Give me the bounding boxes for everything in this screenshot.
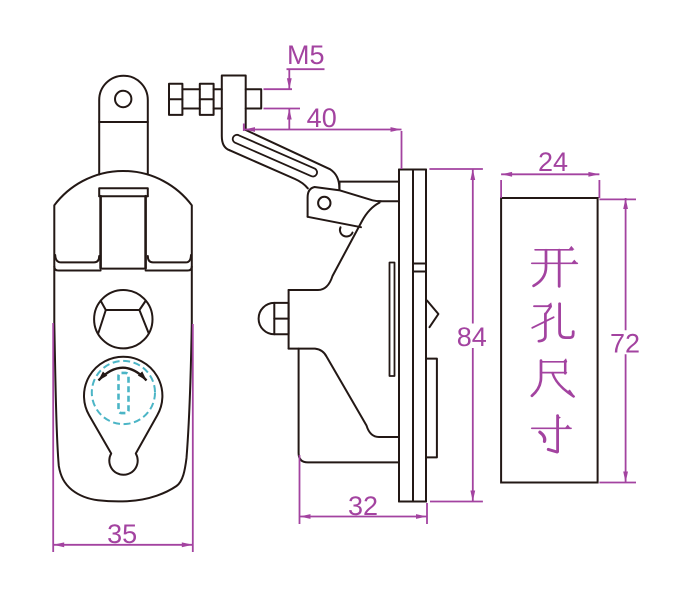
svg-text:35: 35 [107, 519, 137, 549]
svg-text:32: 32 [348, 491, 378, 521]
svg-text:84: 84 [457, 322, 487, 352]
svg-text:M5: M5 [287, 40, 325, 70]
svg-text:72: 72 [610, 329, 640, 359]
svg-text:24: 24 [538, 147, 568, 177]
svg-text:40: 40 [307, 103, 337, 133]
